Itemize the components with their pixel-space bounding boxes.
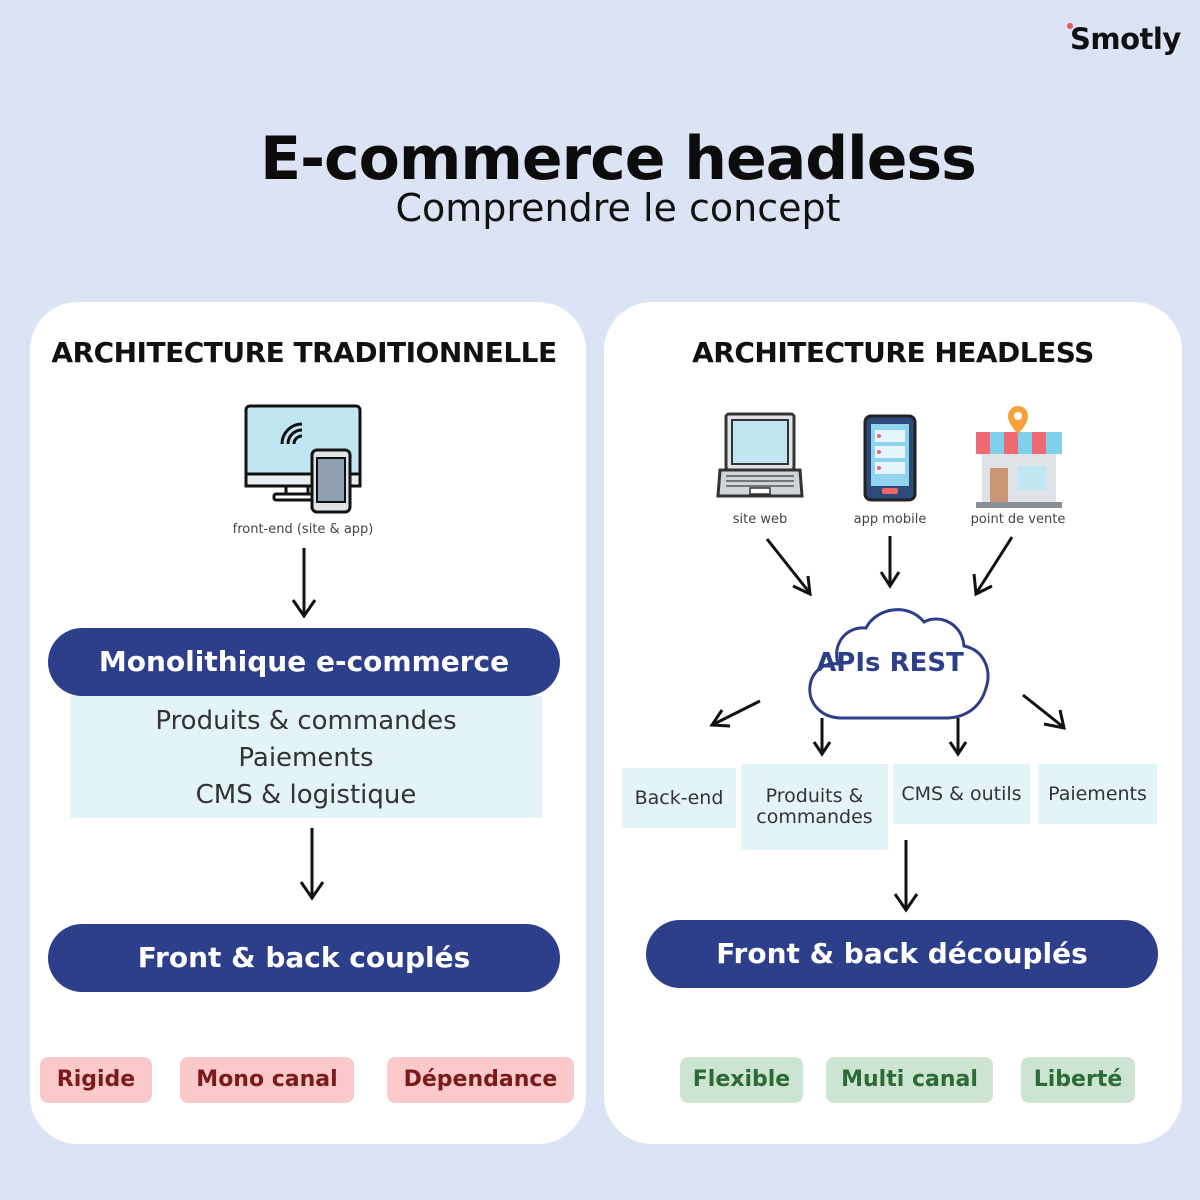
monolith-item: CMS & logistique bbox=[195, 780, 417, 810]
arrow-icon bbox=[893, 840, 919, 913]
arrow-icon bbox=[299, 828, 325, 901]
monitor-phone-icon bbox=[244, 404, 362, 514]
channel-caption: app mobile bbox=[853, 512, 927, 527]
service-box-payments: Paiements bbox=[1038, 764, 1157, 824]
arrow-icon bbox=[765, 538, 812, 597]
service-label: Back-end bbox=[634, 787, 724, 809]
arrow-icon bbox=[972, 536, 1014, 597]
tag-liberte: Liberté bbox=[1021, 1057, 1135, 1103]
traditional-title: ARCHITECTURE TRADITIONNELLE bbox=[51, 336, 557, 369]
monolith-pill: Monolithique e-commerce bbox=[48, 628, 560, 696]
headless-title: ARCHITECTURE HEADLESS bbox=[692, 336, 1094, 369]
service-label: CMS & outils bbox=[901, 783, 1022, 805]
arrow-icon bbox=[1022, 693, 1066, 730]
service-box-cms: CMS & outils bbox=[893, 764, 1030, 824]
monolith-box bbox=[70, 696, 542, 818]
monolith-item: Paiements bbox=[238, 743, 374, 773]
coupled-pill: Front & back couplés bbox=[48, 924, 560, 992]
brand-logo: Smotly bbox=[1070, 22, 1181, 56]
smartphone-icon bbox=[863, 414, 917, 502]
decoupled-pill: Front & back découplés bbox=[646, 920, 1158, 988]
channel-caption: site web bbox=[732, 512, 788, 527]
arrow-icon bbox=[812, 718, 832, 757]
arrow-icon bbox=[948, 718, 968, 757]
api-label: APIs REST bbox=[816, 648, 964, 678]
monolith-item: Produits & commandes bbox=[155, 706, 457, 736]
service-box-products: Produits & commandes bbox=[741, 764, 888, 850]
page-title: E-commerce headless bbox=[260, 124, 977, 194]
service-label: Paiements bbox=[1048, 783, 1147, 805]
laptop-icon bbox=[716, 412, 804, 498]
arrow-icon bbox=[879, 536, 901, 589]
tag-mono-canal: Mono canal bbox=[180, 1057, 354, 1103]
tag-dependance: Dépendance bbox=[387, 1057, 574, 1103]
channel-caption: point de vente bbox=[970, 512, 1066, 527]
service-box-backend: Back-end bbox=[622, 768, 736, 828]
arrow-icon bbox=[709, 699, 761, 728]
service-label: Produits & commandes bbox=[756, 785, 873, 828]
logo-mark-icon bbox=[1067, 23, 1073, 29]
frontend-caption: front-end (site & app) bbox=[232, 522, 374, 537]
tag-multi-canal: Multi canal bbox=[826, 1057, 993, 1103]
shop-icon bbox=[976, 406, 1062, 508]
page-subtitle: Comprendre le concept bbox=[395, 186, 841, 230]
arrow-icon bbox=[291, 548, 317, 619]
tag-rigide: Rigide bbox=[40, 1057, 152, 1103]
tag-flexible: Flexible bbox=[680, 1057, 803, 1103]
cloud-icon bbox=[808, 608, 990, 720]
